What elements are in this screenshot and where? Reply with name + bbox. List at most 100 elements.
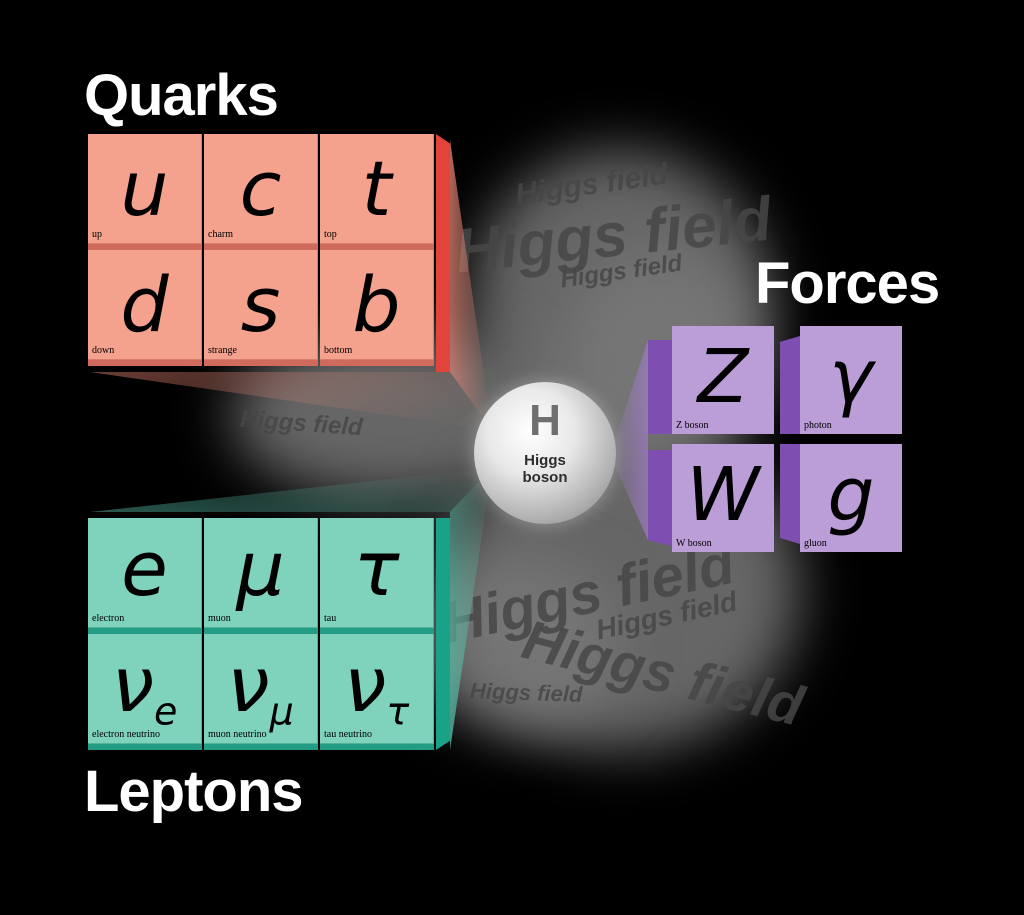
particle-symbol: s	[204, 260, 317, 349]
particle-symbol-main: c	[239, 144, 282, 233]
particle-symbol: ντ	[320, 640, 433, 733]
particle-symbol-subscript: e	[154, 689, 178, 734]
higgs-symbol: H	[529, 396, 561, 445]
particle-symbol: e	[88, 524, 201, 613]
lepton-tile-bottom	[88, 628, 202, 634]
quark-block-side	[436, 134, 450, 372]
lepton-tile-bottom	[204, 628, 318, 634]
force-side-w	[648, 450, 672, 546]
quark-tile-bottom	[204, 360, 318, 366]
particle-symbol-main: g	[827, 452, 875, 538]
lepton-beam-upper	[90, 468, 492, 512]
particle-symbol: t	[320, 144, 433, 233]
particle-symbol-main: W	[686, 452, 760, 538]
lepton-tile: τ tau	[320, 518, 434, 634]
lepton-tile-bottom	[320, 628, 434, 634]
particle-name: up	[92, 229, 102, 240]
lepton-tile-bottom	[204, 744, 318, 750]
particle-symbol-main: t	[361, 144, 392, 233]
quarks-title: Quarks	[84, 63, 279, 128]
particle-name: tau neutrino	[324, 729, 373, 740]
particle-name: down	[92, 345, 115, 356]
particle-symbol: νe	[88, 640, 201, 733]
quark-beam	[450, 140, 492, 430]
particle-name: strange	[208, 345, 237, 356]
particle-symbol-main: b	[352, 260, 401, 349]
particle-name: charm	[208, 229, 233, 240]
particle-symbol: μ	[204, 524, 317, 613]
particle-name: electron	[92, 613, 125, 624]
particle-symbol-main: τ	[353, 524, 400, 613]
particle-symbol: g	[800, 452, 902, 538]
particle-name: photon	[804, 420, 832, 431]
quark-tile-bottom	[88, 244, 202, 250]
quark-tile-bottom	[88, 360, 202, 366]
particle-name: tau	[324, 613, 337, 624]
particle-symbol: νμ	[204, 640, 317, 733]
particle-name: muon	[208, 613, 231, 624]
particle-symbol-main: ν	[227, 640, 270, 729]
particle-symbol-main: u	[120, 144, 169, 233]
leptons-title: Leptons	[84, 759, 304, 824]
particle-symbol: Z	[672, 334, 774, 420]
particle-name: W boson	[676, 538, 712, 549]
particle-symbol-main: ν	[111, 640, 155, 729]
lepton-tile-face: τ tau	[320, 518, 434, 628]
quark-tile-bottom	[320, 244, 434, 250]
quark-tile-bottom	[204, 244, 318, 250]
particle-symbol: u	[88, 144, 201, 233]
particle-name: gluon	[804, 538, 827, 549]
particle-symbol: W	[672, 452, 774, 538]
higgs-boson-sphere: H Higgs boson	[474, 382, 616, 524]
force-side-gluon	[780, 444, 800, 544]
lepton-tile-bottom	[320, 744, 434, 750]
particle-name: electron neutrino	[92, 729, 161, 740]
quark-tile: t top	[320, 134, 434, 250]
particle-symbol-main: e	[121, 524, 168, 613]
quark-tile-face: u up	[88, 134, 202, 244]
particle-symbol-main: s	[240, 260, 281, 349]
quark-beam-lower	[90, 372, 492, 430]
quark-tile: u up	[88, 134, 202, 250]
lepton-block-side	[436, 518, 450, 750]
particle-symbol: d	[88, 260, 201, 349]
particle-symbol: b	[320, 260, 433, 349]
force-side-photon	[780, 336, 800, 434]
particle-name: top	[324, 229, 337, 240]
lepton-beam	[450, 468, 492, 750]
quark-tile-face: t top	[320, 134, 434, 244]
lepton-tile-bottom	[88, 744, 202, 750]
particle-symbol: γ	[800, 334, 902, 420]
particle-symbol-main: μ	[236, 524, 285, 613]
particle-symbol-main: d	[120, 260, 169, 349]
particle-symbol: τ	[320, 524, 433, 613]
quark-tile-bottom	[320, 360, 434, 366]
particle-symbol-main: Z	[697, 334, 749, 420]
particle-name: muon neutrino	[208, 729, 267, 740]
particle-name: bottom	[324, 345, 353, 356]
particle-symbol-subscript: τ	[386, 689, 410, 734]
